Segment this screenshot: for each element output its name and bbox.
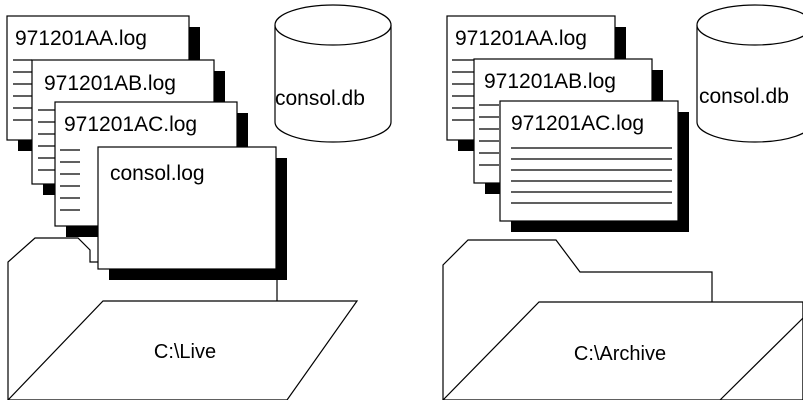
archive-file-2-label: 971201AB.log <box>484 70 616 93</box>
live-file-2-label: 971201AB.log <box>44 72 176 95</box>
archive-panel: consol.db 971201AA.log <box>442 4 803 400</box>
lines-icon <box>452 59 474 121</box>
live-folder-label: C:\Live <box>154 341 216 363</box>
archive-log-file-3: 971201AC.log <box>499 100 689 232</box>
archive-folder-front-icon <box>442 301 803 400</box>
content-lines-icon <box>511 147 672 204</box>
live-folder-front-icon <box>7 300 359 400</box>
live-panel: consol.db 971201AA.log <box>6 4 392 400</box>
lines-icon <box>479 104 499 166</box>
archive-database-label: consol.db <box>699 85 789 108</box>
live-database-label: consol.db <box>275 87 365 110</box>
live-consol-log-file: consol.log <box>97 146 287 280</box>
lines-icon <box>13 59 32 121</box>
archive-file-1-label: 971201AA.log <box>455 27 587 50</box>
lines-icon <box>38 109 57 171</box>
lines-icon <box>60 149 80 211</box>
live-file-1-label: 971201AA.log <box>15 27 147 50</box>
live-database-icon <box>274 4 392 143</box>
live-file-3-label: 971201AC.log <box>64 113 197 136</box>
archive-folder-edge <box>719 317 803 400</box>
live-consol-log-label: consol.log <box>110 162 205 185</box>
archive-file-3-label: 971201AC.log <box>511 112 644 135</box>
archive-database-icon <box>696 4 803 143</box>
archive-folder-label: C:\Archive <box>574 343 666 365</box>
